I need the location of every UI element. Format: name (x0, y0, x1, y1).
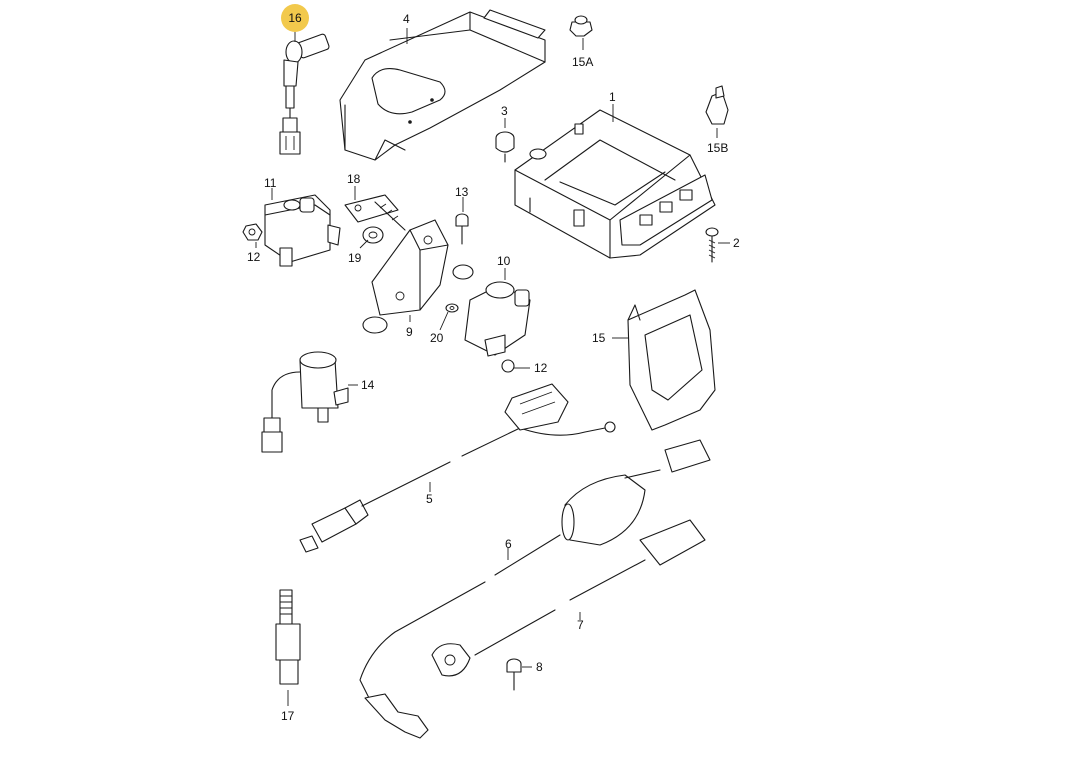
callout-2[interactable]: 2 (733, 236, 740, 250)
callout-3[interactable]: 3 (501, 104, 508, 118)
callout-19[interactable]: 19 (348, 251, 362, 265)
callout-7[interactable]: 7 (577, 618, 584, 632)
callout-14[interactable]: 14 (361, 378, 375, 392)
part-4-cover[interactable] (339, 9, 546, 161)
callout-18[interactable]: 18 (347, 172, 361, 186)
part-2-screw[interactable] (705, 227, 719, 263)
part-13-bolt[interactable] (455, 213, 469, 245)
part-18-bracket[interactable] (344, 194, 406, 231)
callout-10[interactable]: 10 (497, 254, 511, 268)
part-15-bracket[interactable] (627, 289, 716, 431)
part-20-washer[interactable] (445, 303, 459, 313)
part-15b-clip[interactable] (705, 85, 729, 125)
part-1-ecu[interactable] (514, 109, 716, 259)
callout-15[interactable]: 15 (592, 331, 606, 345)
part-12-nut-a[interactable] (242, 223, 263, 241)
part-19-mount[interactable] (362, 226, 384, 244)
callout-13[interactable]: 13 (455, 185, 469, 199)
part-16-sensor[interactable] (279, 33, 330, 155)
part-14-solenoid[interactable] (261, 351, 349, 453)
part-11-valve[interactable] (264, 194, 341, 267)
callout-16-highlighted[interactable]: 16 (281, 4, 309, 32)
callout-11[interactable]: 11 (264, 176, 277, 190)
callout-9[interactable]: 9 (406, 325, 413, 339)
callout-20[interactable]: 20 (430, 331, 444, 345)
part-9-bracket[interactable] (362, 219, 474, 334)
callout-8[interactable]: 8 (536, 660, 543, 674)
callout-15b[interactable]: 15B (707, 141, 729, 155)
part-15a-clip[interactable] (569, 15, 593, 37)
part-5-lambda-sensor[interactable] (299, 383, 616, 553)
callout-12-lower[interactable]: 12 (534, 361, 548, 375)
callout-17[interactable]: 17 (281, 709, 295, 723)
part-17-switch[interactable] (275, 589, 301, 685)
part-10-valve[interactable] (464, 281, 531, 373)
callout-15a[interactable]: 15A (572, 55, 594, 69)
callout-4[interactable]: 4 (403, 12, 410, 26)
callout-1[interactable]: 1 (609, 90, 616, 104)
part-6-temp-sensor[interactable] (359, 439, 711, 739)
leader-lines (255, 28, 730, 706)
part-3-plug[interactable] (495, 131, 515, 163)
callout-5[interactable]: 5 (426, 492, 433, 506)
callout-6[interactable]: 6 (505, 537, 512, 551)
part-7-knock-sensor[interactable] (431, 519, 706, 677)
callout-12-upper[interactable]: 12 (247, 250, 261, 264)
part-8-bolt[interactable] (506, 658, 522, 691)
